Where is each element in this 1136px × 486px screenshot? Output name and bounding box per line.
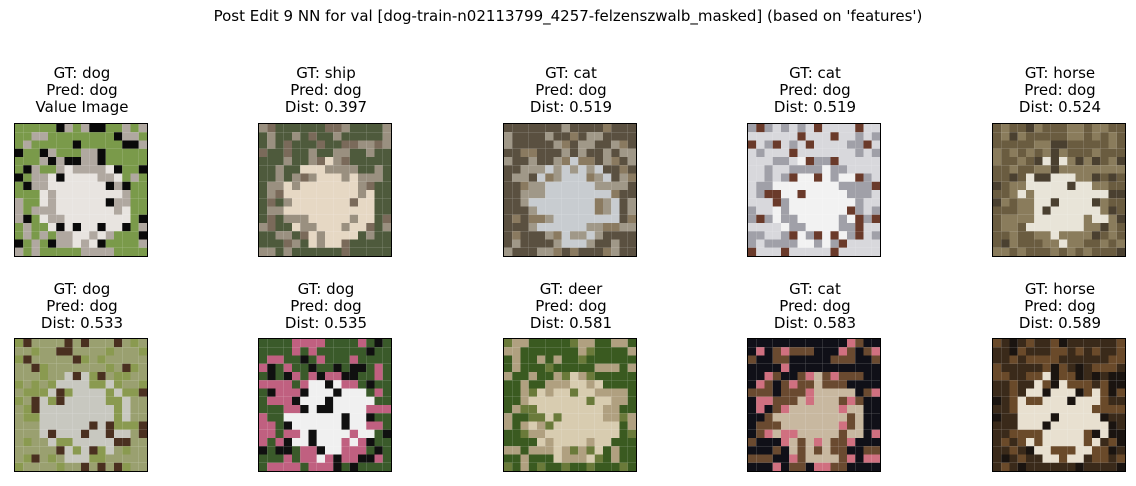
caption-extra: Dist: 0.524	[1018, 98, 1102, 116]
caption-extra: Dist: 0.581	[529, 314, 613, 332]
caption-gt: GT: ship	[296, 64, 356, 82]
thumbnail-image	[503, 123, 637, 257]
thumbnail-pixels	[504, 124, 636, 256]
thumbnail-image	[503, 338, 637, 472]
thumbnail-pixels	[993, 124, 1125, 256]
caption-pred: Pred: dog	[535, 297, 607, 315]
thumbnail-pixels	[15, 124, 147, 256]
thumbnail-pixels	[15, 339, 147, 471]
thumbnail-image	[747, 123, 881, 257]
thumbnail-image	[258, 338, 392, 472]
caption-extra: Dist: 0.583	[773, 314, 857, 332]
thumbnail-image	[258, 123, 392, 257]
caption-extra: Dist: 0.589	[1018, 314, 1102, 332]
caption-gt: GT: horse	[1024, 64, 1096, 82]
caption-gt: GT: dog	[53, 64, 111, 82]
caption-pred: Pred: dog	[290, 297, 362, 315]
caption-pred: Pred: dog	[779, 297, 851, 315]
figure-title: Post Edit 9 NN for val [dog-train-n02113…	[213, 7, 923, 25]
thumbnail-image	[992, 123, 1126, 257]
thumbnail-image	[747, 338, 881, 472]
thumbnail-pixels	[748, 124, 880, 256]
caption-gt: GT: cat	[545, 64, 597, 82]
thumbnail-image	[14, 338, 148, 472]
thumbnail-image	[14, 123, 148, 257]
caption-extra: Dist: 0.519	[773, 98, 857, 116]
caption-extra: Dist: 0.397	[284, 98, 368, 116]
caption-gt: GT: dog	[297, 280, 355, 298]
thumbnail-pixels	[259, 339, 391, 471]
thumbnail-pixels	[504, 339, 636, 471]
caption-pred: Pred: dog	[46, 81, 118, 99]
caption-gt: GT: dog	[53, 280, 111, 298]
thumbnail-pixels	[748, 339, 880, 471]
caption-gt: GT: horse	[1024, 280, 1096, 298]
thumbnail-pixels	[993, 339, 1125, 471]
caption-pred: Pred: dog	[46, 297, 118, 315]
caption-gt: GT: deer	[539, 280, 603, 298]
thumbnail-pixels	[259, 124, 391, 256]
caption-pred: Pred: dog	[1024, 297, 1096, 315]
caption-extra: Value Image	[35, 98, 129, 116]
caption-extra: Dist: 0.535	[284, 314, 368, 332]
caption-pred: Pred: dog	[535, 81, 607, 99]
caption-pred: Pred: dog	[779, 81, 851, 99]
caption-gt: GT: cat	[789, 64, 841, 82]
caption-pred: Pred: dog	[290, 81, 362, 99]
thumbnail-image	[992, 338, 1126, 472]
caption-pred: Pred: dog	[1024, 81, 1096, 99]
caption-gt: GT: cat	[789, 280, 841, 298]
caption-extra: Dist: 0.519	[529, 98, 613, 116]
caption-extra: Dist: 0.533	[40, 314, 124, 332]
